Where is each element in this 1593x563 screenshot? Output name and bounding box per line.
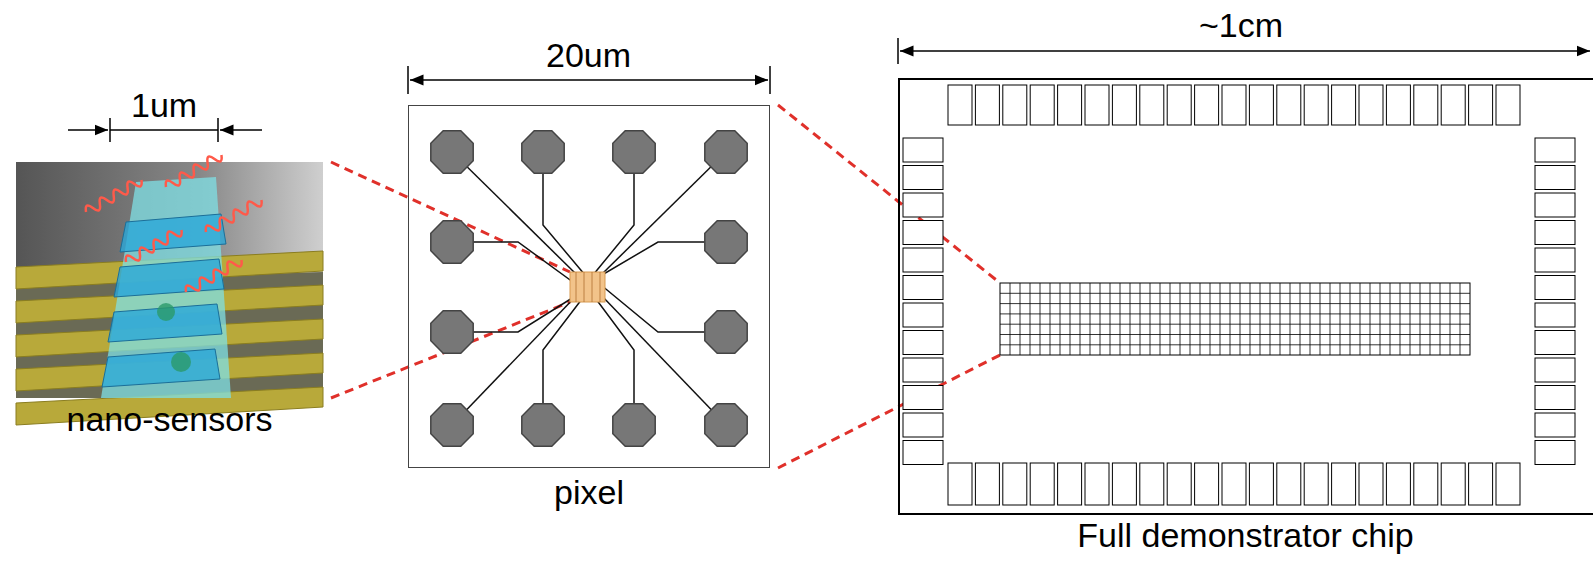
caption: nano-sensors (66, 402, 272, 436)
node-art (16, 162, 323, 398)
node-art (408, 105, 770, 468)
sensor-illustration: nano-sensors (16, 162, 323, 398)
dimension-label: 20um (546, 38, 631, 72)
pixel-box: pixel (408, 105, 770, 468)
chip-box: Full demonstrator chip (898, 78, 1593, 515)
zoom-connector (778, 105, 1000, 468)
caption: Full demonstrator chip (1077, 518, 1413, 552)
zoom-connector (331, 162, 570, 398)
dimension-label: 1um (131, 88, 197, 122)
caption: pixel (554, 475, 624, 509)
node-art (898, 78, 1593, 515)
dimension-label: ~1cm (1199, 8, 1283, 42)
